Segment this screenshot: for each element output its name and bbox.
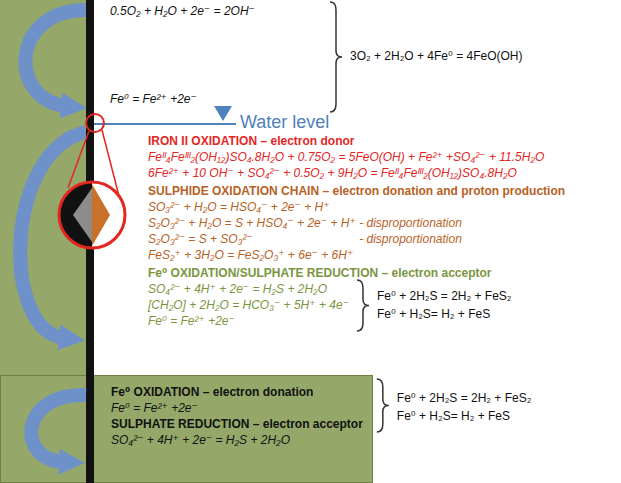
equation-label: Fe⁰ = Fe²⁺ +2e⁻: [111, 400, 372, 416]
water-level-label: Water level: [240, 112, 329, 134]
equation-label: Fe⁰ + H₂S= H₂ + FeS: [377, 307, 490, 321]
curly-bracket: [330, 2, 342, 112]
section-heading: Fe⁰ OXIDATION – electron donation: [111, 384, 372, 400]
flow-arrow: [31, 395, 86, 462]
equation-label: 6Fe²⁺ + 10 OH⁻ + SO₄²⁻ + 0.5O₂ + 9H₂O = …: [148, 166, 517, 180]
equation-label: FeS₂⁺ + 3H₂O = FeS₂O₃⁺ + 6e⁻ + 6H⁺: [148, 248, 353, 262]
equation-label: Fe⁰ + H₂S= H₂ + FeS: [397, 409, 510, 423]
zoom-detail: [55, 180, 135, 250]
water-level-symbol: [214, 106, 232, 121]
zoom-leader: [68, 131, 89, 188]
equation-label: Fe⁰ = Fe²⁺ +2e⁻: [148, 314, 235, 328]
curly-bracket: [357, 280, 369, 331]
equation-label: SO₃²⁻ + H₂O = HSO₄⁻ + 2e⁻ + H⁺: [148, 200, 330, 214]
section-heading: SULPHATE REDUCTION – electron acceptor: [111, 416, 372, 432]
equation-label: [CH₂O] + 2H₂O = HCO₃⁻ + 5H⁺ + 4e⁻: [148, 298, 349, 312]
water-level-line: [94, 123, 236, 125]
equation-label: SO₄²⁻ + 4H⁺ + 2e⁻ = H₂S + 2H₂O: [148, 282, 327, 296]
zoom-circle: [59, 182, 125, 248]
section-heading: SULPHIDE OXIDATION CHAIN – electron dona…: [148, 184, 565, 198]
equation-label: SO₄²⁻ + 4H⁺ + 2e⁻ = H₂S + 2H₂O: [111, 432, 372, 448]
flow-arrow: [25, 10, 86, 106]
equation-label: S₂O₃²⁻ = S + SO₃²⁻: [148, 232, 253, 246]
curly-bracket: [377, 379, 389, 432]
equation-label: S₂O₃²⁻ + H₂O = S + HSO₄⁻ + 2e⁻ + H⁺ - di…: [148, 216, 462, 230]
section-heading: IRON II OXIDATION – electron donor: [148, 134, 354, 148]
equation-label: Fe⁰ + 2H₂S = 2H₂ + FeS₂: [397, 391, 532, 405]
equation-label: Fe⁰ + 2H₂S = 2H₂ + FeS₂: [377, 289, 512, 303]
equation-label: 0.5O₂ + H₂O + 2e⁻ = 2OH⁻: [110, 4, 255, 18]
reaction-note: - disproportionation: [359, 232, 462, 246]
equation-label: Fe⁰ = Fe²⁺ +2e⁻: [110, 92, 197, 106]
zoom-marker: [86, 114, 104, 132]
equation-label: Feᴵᴵ₄Feᴵᴵᴵ₂(OH₁₂)SO₄.8H₂O + 0.75O₂ = 5Fe…: [148, 150, 544, 164]
equation-label: 3O₂ + 2H₂O + 4Fe⁰ = 4FeO(OH): [350, 49, 523, 63]
section-heading: Fe⁰ OXIDATION/SULPHATE REDUCTION – elect…: [148, 266, 492, 280]
